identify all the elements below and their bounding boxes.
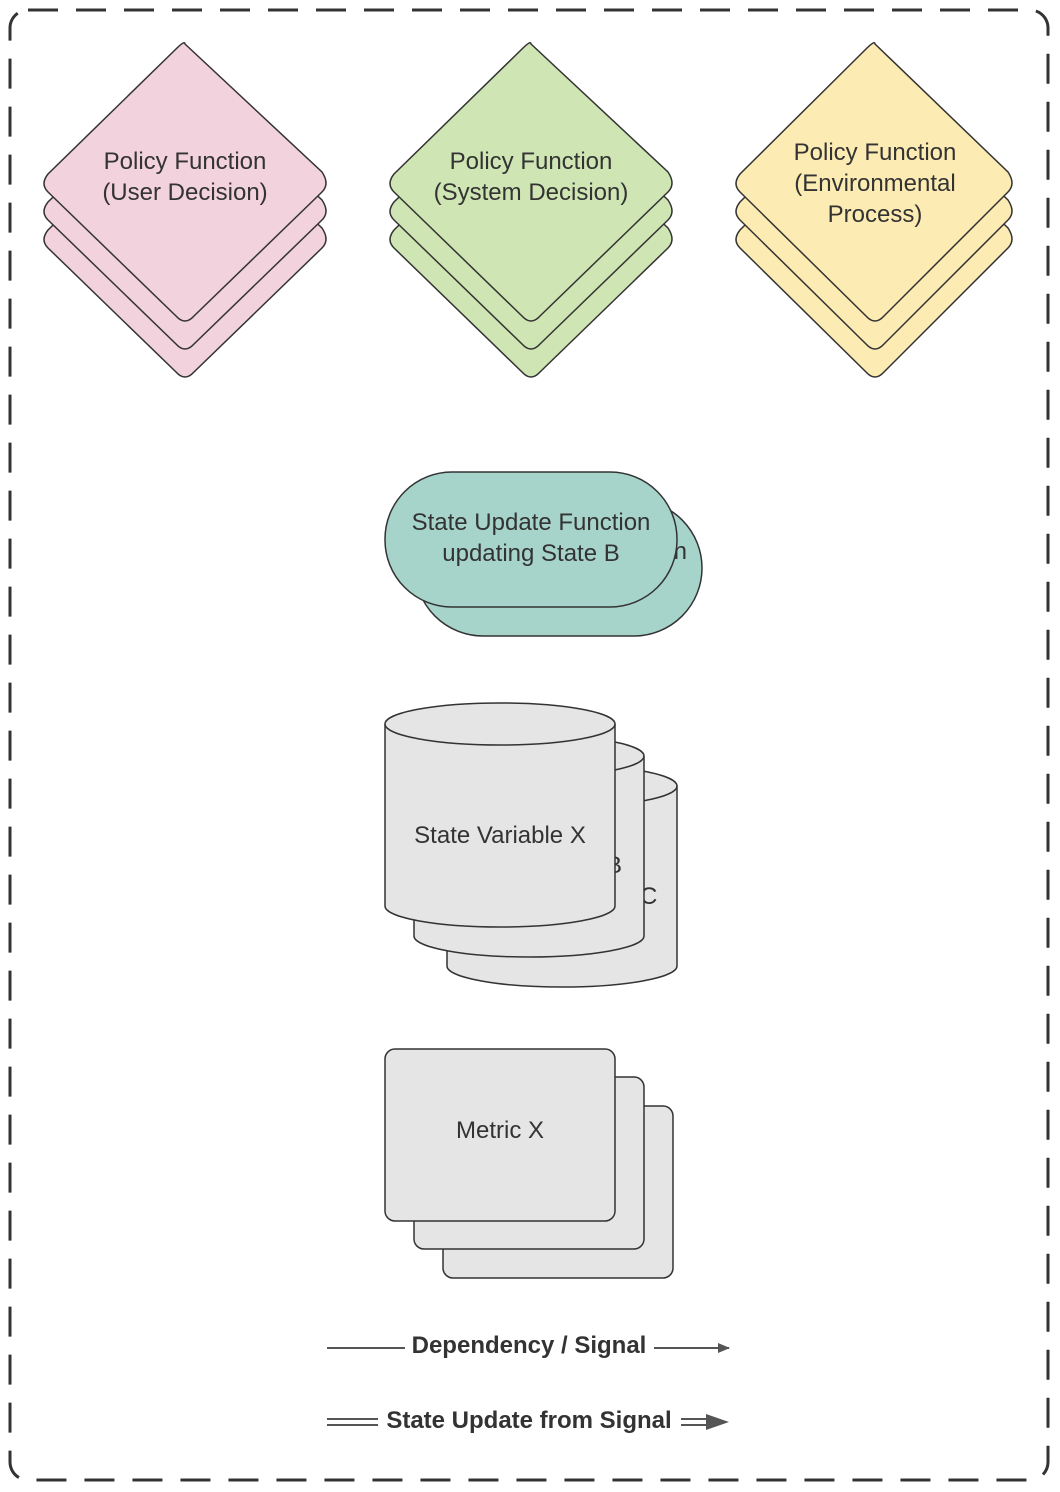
policy-function-system-decision[interactable]: Policy Function (System Decision) bbox=[389, 42, 673, 378]
policy-label-line-1: Policy Function bbox=[794, 139, 957, 166]
legend-state-update-arrowhead bbox=[706, 1414, 729, 1430]
legend-dependency-signal: Dependency / Signal bbox=[327, 1332, 730, 1359]
policy-stack-shape-front bbox=[735, 42, 1013, 322]
state-update-shape-front bbox=[384, 471, 678, 608]
legend-state-update-label: State Update from Signal bbox=[386, 1407, 671, 1434]
state-update-function[interactable]: n State Update Function updating State B bbox=[384, 471, 703, 637]
policy-stack-shape-front bbox=[43, 42, 327, 322]
policy-function-user-decision[interactable]: Policy Function (User Decision) bbox=[43, 42, 327, 378]
state-update-label-line-2: updating State B bbox=[442, 540, 619, 567]
policy-label-line-2: (System Decision) bbox=[434, 179, 629, 206]
metric-stack[interactable]: Metric X bbox=[384, 1048, 674, 1279]
legend-state-update-signal: State Update from Signal bbox=[327, 1407, 729, 1434]
metric-label: Metric X bbox=[456, 1117, 544, 1144]
state-variable-stack[interactable]: C B State Variable X bbox=[384, 702, 678, 988]
policy-label-line-3: Process) bbox=[828, 201, 923, 228]
policy-stack-shape-front bbox=[389, 42, 673, 322]
metric-card-front bbox=[384, 1048, 616, 1222]
policy-label-line-2: (Environmental bbox=[794, 170, 955, 197]
state-update-label-line-1: State Update Function bbox=[412, 509, 651, 536]
legend: Dependency / Signal State Update from Si… bbox=[327, 1332, 730, 1434]
legend-dependency-label: Dependency / Signal bbox=[412, 1332, 647, 1359]
state-variable-label: State Variable X bbox=[414, 822, 586, 849]
dashed-boundary bbox=[8, 8, 1050, 1482]
policy-label-line-1: Policy Function bbox=[450, 148, 613, 175]
policy-label-line-2: (User Decision) bbox=[102, 179, 267, 206]
policy-function-environmental-process[interactable]: Policy Function (Environmental Process) bbox=[735, 42, 1013, 378]
policy-label-line-1: Policy Function bbox=[104, 148, 267, 175]
state-variable-cylinder-front bbox=[384, 702, 616, 928]
